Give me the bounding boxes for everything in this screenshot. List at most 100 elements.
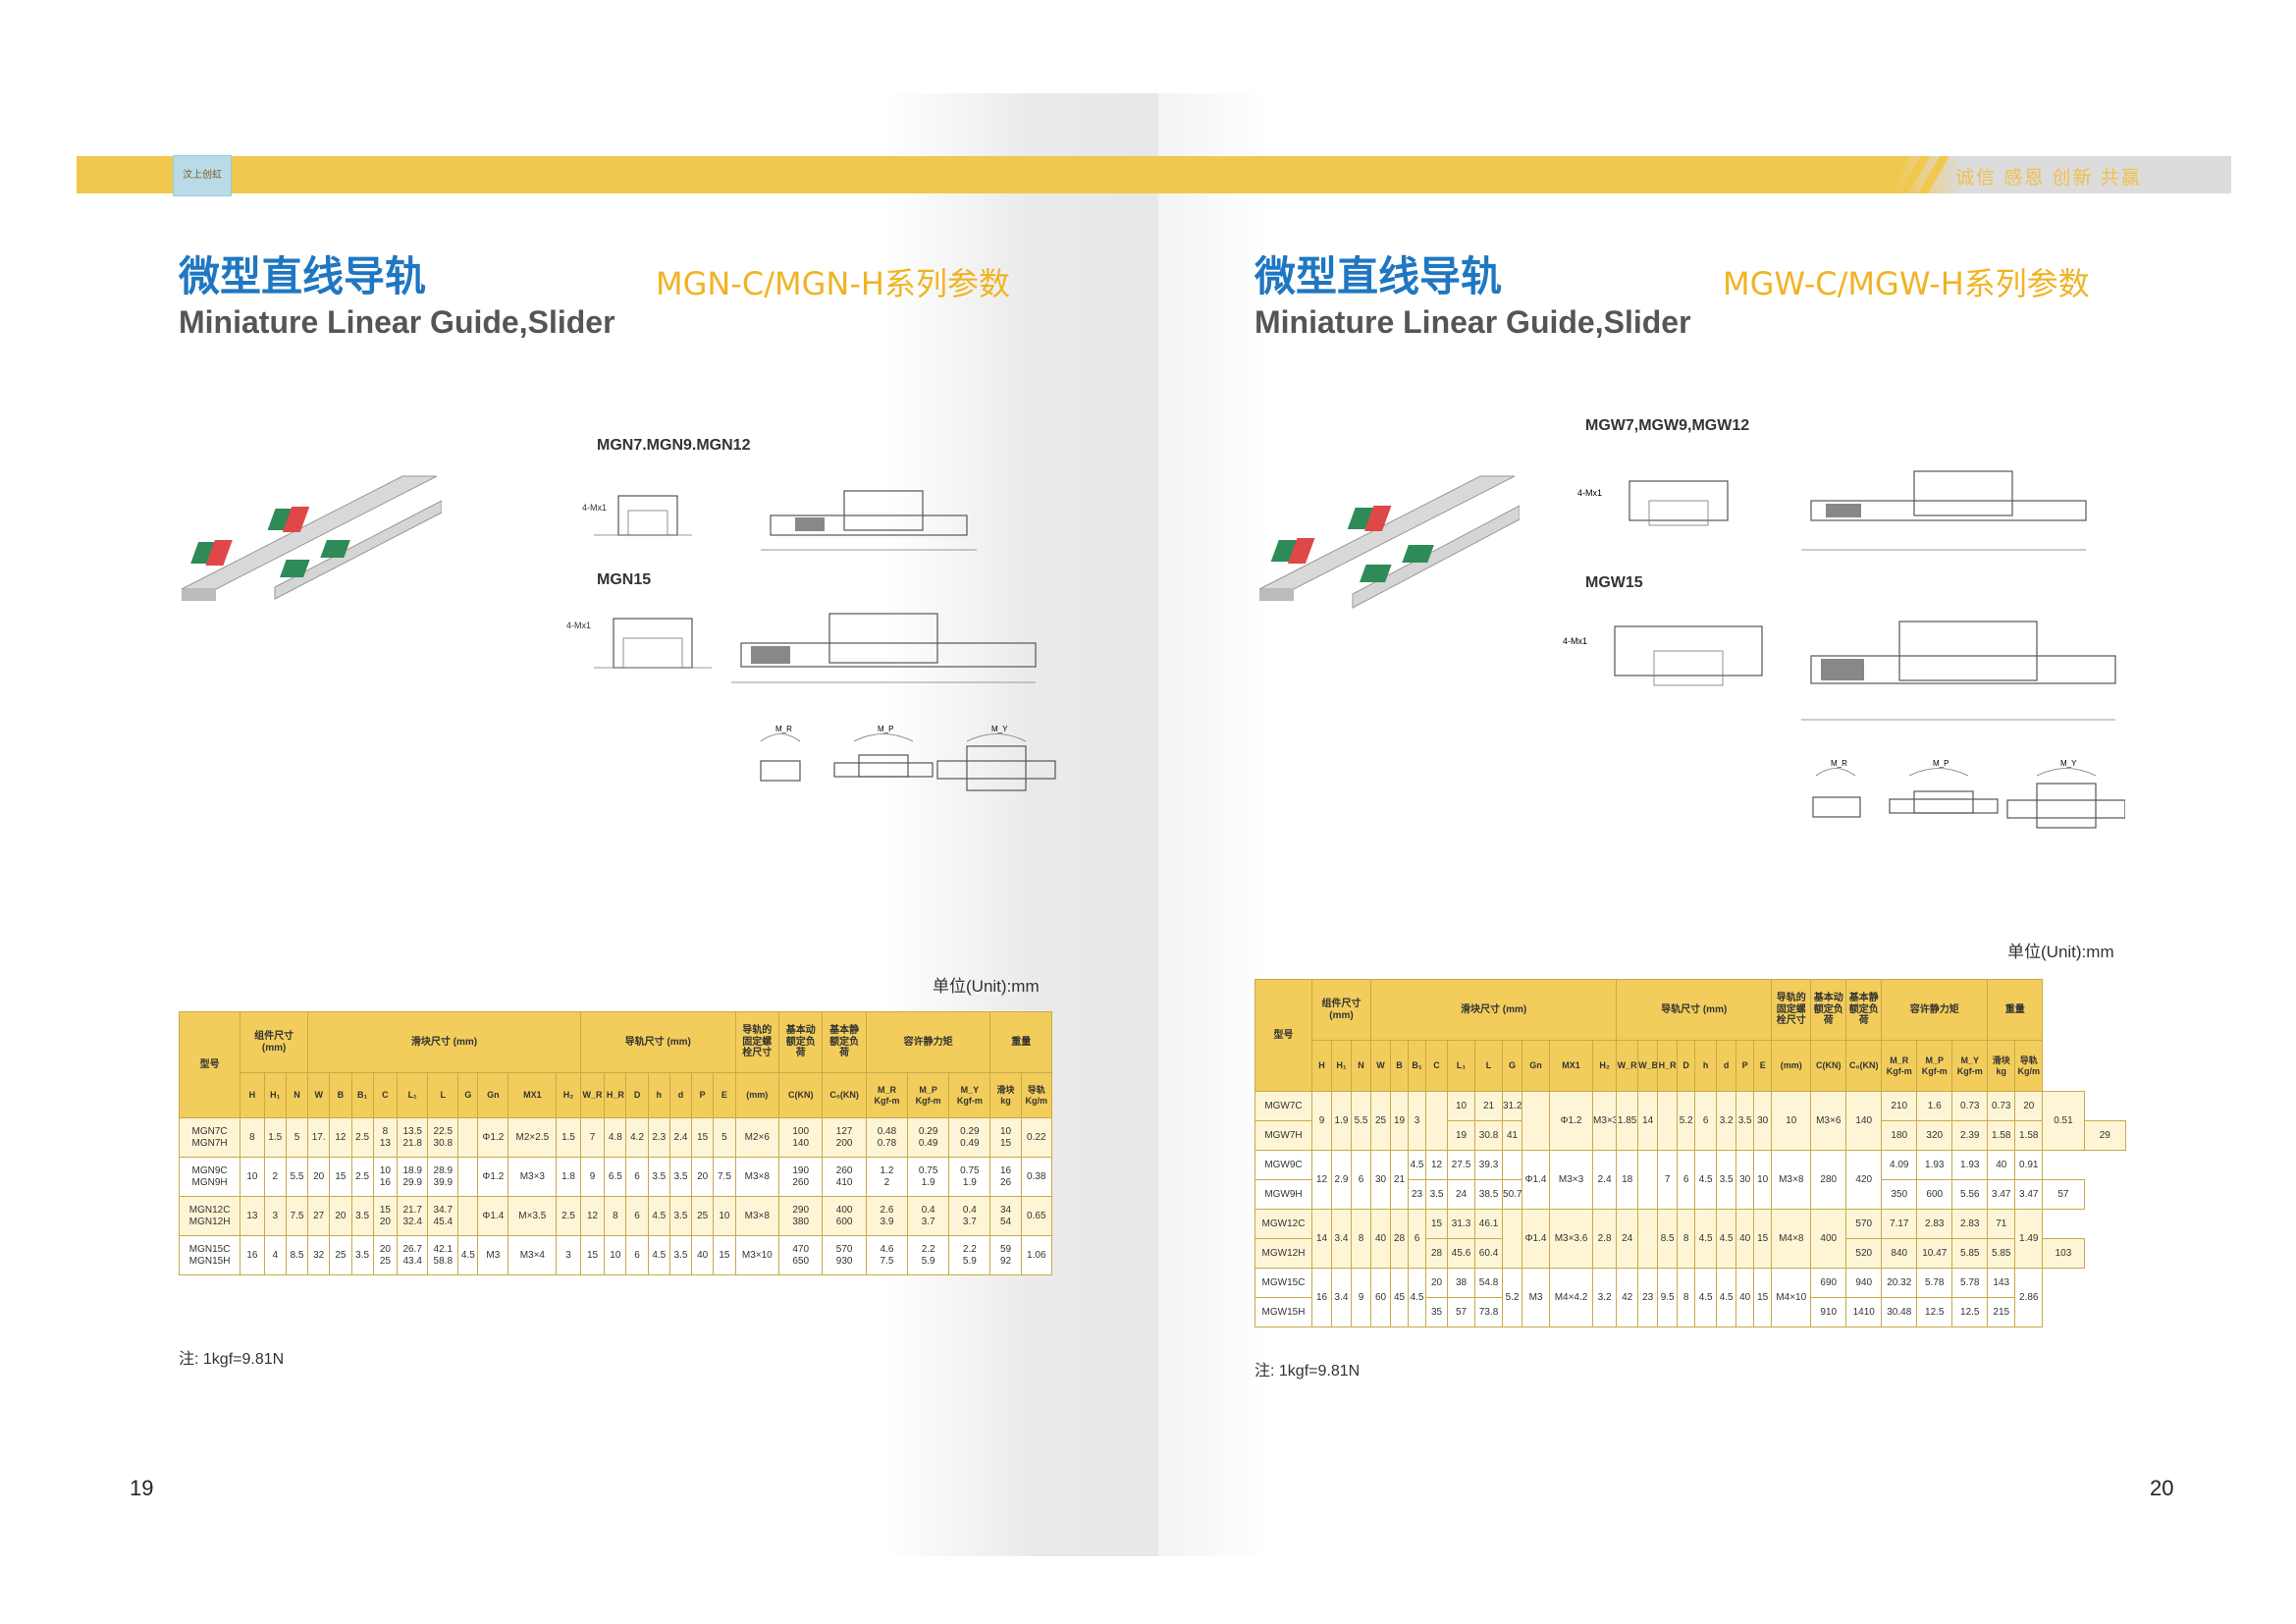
table-cell: 8: [1677, 1268, 1696, 1327]
table-cell: 30.8: [1474, 1120, 1504, 1151]
column-header: 滑块 kg: [989, 1072, 1022, 1118]
table-cell: 0.29 0.49: [948, 1117, 991, 1158]
table-cell: 35: [1425, 1297, 1449, 1327]
table-cell: 1.93: [1951, 1150, 1989, 1180]
column-header: G: [457, 1072, 479, 1118]
column-header: B₁: [350, 1072, 374, 1118]
mgw-spec-table: 型号 组件尺寸 (mm) 滑块尺寸 (mm) 导轨尺寸 (mm) 导轨的 固定螺…: [1255, 979, 2127, 1327]
table-cell: 3.4: [1331, 1268, 1352, 1327]
page-spine-shadow: [883, 93, 1158, 1556]
column-header: MX1: [1549, 1040, 1594, 1092]
table-cell: 6: [625, 1157, 649, 1197]
table-cell: [457, 1196, 479, 1236]
table-cell: 28: [1425, 1238, 1449, 1269]
table-cell: 9: [579, 1157, 606, 1197]
table-cell: 5.2: [1677, 1091, 1696, 1151]
column-header: C(KN): [1810, 1040, 1847, 1092]
column-header: W_R: [1616, 1040, 1639, 1092]
model-cell: MGN12C MGN12H: [178, 1196, 241, 1236]
th-static-load: 基本静 额定负 荷: [822, 1011, 867, 1073]
table-cell: 2.86: [2014, 1268, 2044, 1327]
table-cell: 13: [240, 1196, 265, 1236]
table-cell: 30.48: [1881, 1297, 1918, 1327]
table-cell: 1.49: [2014, 1209, 2044, 1269]
column-header: P: [1735, 1040, 1755, 1092]
svg-text:M_Y: M_Y: [991, 725, 1008, 733]
column-header: d: [668, 1072, 693, 1118]
th-weight: 重量: [1987, 979, 2044, 1041]
table-cell: Φ1.2: [477, 1157, 509, 1197]
table-cell: 0.4 3.7: [948, 1196, 991, 1236]
table-cell: 2.3: [647, 1117, 670, 1158]
table-cell: M2×2.5: [507, 1117, 558, 1158]
slogan: 诚信 感恩 创新 共赢: [1955, 168, 2142, 189]
table-cell: 10: [1447, 1091, 1476, 1121]
column-header: M_P Kgf-m: [907, 1072, 950, 1118]
table-cell: 5.85: [1951, 1238, 1989, 1269]
table-cell: [457, 1157, 479, 1197]
table-cell: 2.5: [556, 1196, 581, 1236]
table-cell: 10 15: [989, 1117, 1022, 1158]
table-cell: 12.5: [1916, 1297, 1953, 1327]
column-header: P: [691, 1072, 715, 1118]
table-cell: 1.6: [1916, 1091, 1953, 1121]
table-cell: 38: [1447, 1268, 1476, 1298]
model-cell: MGW15H: [1255, 1297, 1312, 1327]
table-cell: M3: [477, 1235, 509, 1275]
table-cell: 2: [263, 1157, 287, 1197]
svg-text:M_P: M_P: [1933, 759, 1949, 768]
table-cell: 470 650: [778, 1235, 824, 1275]
table-cell: 3.5: [350, 1235, 374, 1275]
table-cell: 4.5: [1694, 1268, 1718, 1327]
table-cell: M3: [1522, 1268, 1551, 1327]
table-cell: 3.47: [1987, 1179, 2016, 1210]
table-cell: 57: [2042, 1179, 2085, 1210]
column-header: E: [713, 1072, 736, 1118]
table-cell: 2.4: [1592, 1150, 1618, 1210]
table-cell: 3.5: [1735, 1091, 1755, 1151]
model-cell: MGN9C MGN9H: [178, 1157, 241, 1197]
model-cell: MGW9C: [1255, 1150, 1312, 1180]
table-cell: 2.4: [668, 1117, 693, 1158]
table-cell: 3.4: [1331, 1209, 1352, 1269]
table-cell: M2×6: [734, 1117, 780, 1158]
column-header: H₂: [1592, 1040, 1618, 1092]
table-cell: 60: [1370, 1268, 1392, 1327]
column-header: C: [372, 1072, 399, 1118]
table-cell: 570 930: [822, 1235, 867, 1275]
table-cell: [457, 1117, 479, 1158]
table-cell: 29: [2083, 1120, 2127, 1151]
svg-text:M_P: M_P: [878, 725, 893, 733]
th-rail: 导轨尺寸 (mm): [1616, 979, 1773, 1041]
column-header: C₀(KN): [822, 1072, 867, 1118]
th-bolt: 导轨的 固定螺 栓尺寸: [1771, 979, 1812, 1041]
column-header: H: [1311, 1040, 1332, 1092]
table-cell: 0.4 3.7: [907, 1196, 950, 1236]
table-cell: 24: [1616, 1209, 1639, 1269]
table-cell: M3×8: [734, 1157, 780, 1197]
table-cell: 1.93: [1916, 1150, 1953, 1180]
table-cell: 16 26: [989, 1157, 1022, 1197]
table-cell: 10: [1771, 1091, 1812, 1151]
table-cell: 46.1: [1474, 1209, 1504, 1239]
mgw15-drawing: 4-Mx1: [1563, 621, 2116, 721]
table-cell: 1.2 2: [865, 1157, 909, 1197]
table-cell: 5.5: [1350, 1091, 1372, 1151]
table-cell: 22.5 30.8: [427, 1117, 459, 1158]
table-cell: 0.48 0.78: [865, 1117, 909, 1158]
svg-text:4-Mx1: 4-Mx1: [566, 621, 591, 630]
table-cell: 1.85: [1616, 1091, 1639, 1151]
table-cell: 6: [1350, 1150, 1372, 1210]
table-cell: 3.47: [2014, 1179, 2044, 1210]
table-cell: 4.2: [625, 1117, 649, 1158]
table-cell: 4.5: [647, 1235, 670, 1275]
table-cell: 12: [329, 1117, 352, 1158]
th-block: 滑块尺寸 (mm): [307, 1011, 581, 1073]
th-dynamic-load: 基本动 额定负 荷: [1810, 979, 1847, 1041]
table-cell: Φ1.4: [1522, 1209, 1551, 1269]
table-cell: 4.5: [1694, 1209, 1718, 1269]
svg-text:M_R: M_R: [1831, 759, 1847, 768]
table-cell: 2.8: [1592, 1209, 1618, 1269]
